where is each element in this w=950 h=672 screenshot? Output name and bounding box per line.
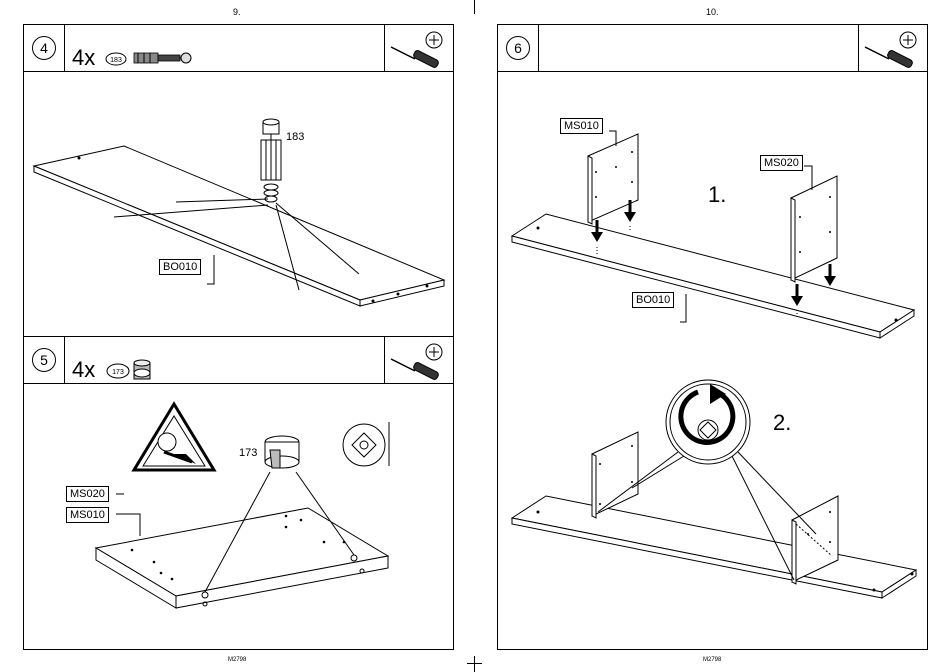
crop-mark-bottom <box>474 656 475 672</box>
dowel-screw-icon: 183 <box>104 50 214 72</box>
footer-left: M2798 <box>228 657 246 663</box>
step-6-illustration <box>498 72 927 648</box>
step-4-part-code: 183 <box>110 57 122 64</box>
page-number-right: 10. <box>706 7 719 17</box>
step-6-substep-1: 1. <box>708 182 726 208</box>
page-number-left: 9. <box>233 7 241 17</box>
crop-mark-top <box>474 0 475 14</box>
screwdriver-icon <box>385 337 453 383</box>
screwdriver-icon <box>859 25 927 71</box>
step-4-illustration <box>24 72 453 335</box>
step-5-callout: 173 <box>239 447 257 459</box>
footer-right: M2798 <box>703 657 721 663</box>
step-4-quantity: 4x <box>72 45 95 71</box>
step-5-label-ms010: MS010 <box>66 507 109 523</box>
step-5-panel: 5 4x 173 <box>23 336 454 650</box>
step-5-header: 5 4x 173 <box>24 337 453 384</box>
step-6-label-ms010: MS010 <box>560 118 603 134</box>
step-5-part-code: 173 <box>112 369 124 376</box>
step-6-label-bo010: BO010 <box>632 292 674 308</box>
step-4-callout: 183 <box>286 131 304 143</box>
step-6-label-ms020: MS020 <box>760 155 803 171</box>
step-6-number: 6 <box>506 36 530 60</box>
step-5-quantity: 4x <box>72 357 95 383</box>
screwdriver-icon <box>385 25 453 71</box>
step-4-header: 4 4x 183 <box>24 25 453 72</box>
step-4-number: 4 <box>32 36 56 60</box>
step-4-panel: 4 4x 183 <box>23 24 454 337</box>
step-6-header: 6 <box>498 25 927 72</box>
step-4-board-label: BO010 <box>159 259 201 275</box>
step-5-label-ms020: MS020 <box>66 486 109 502</box>
cam-lock-icon: 173 <box>104 359 164 383</box>
step-6-substep-2: 2. <box>773 410 791 436</box>
crop-mark-bottom-h <box>467 663 482 664</box>
step-5-number: 5 <box>32 348 56 372</box>
step-6-panel: 6 <box>497 24 928 650</box>
